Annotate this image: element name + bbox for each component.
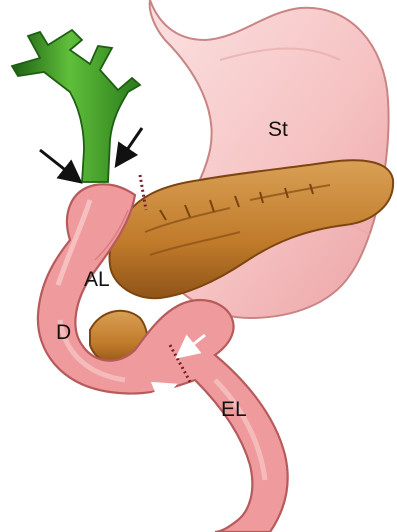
label-efferent-loop: EL <box>221 398 247 421</box>
arrow-icon <box>40 150 78 180</box>
label-stomach: St <box>268 118 288 141</box>
label-afferent-loop: AL <box>84 268 110 291</box>
label-duodenum: D <box>56 321 71 344</box>
arrow-icon <box>118 128 142 163</box>
